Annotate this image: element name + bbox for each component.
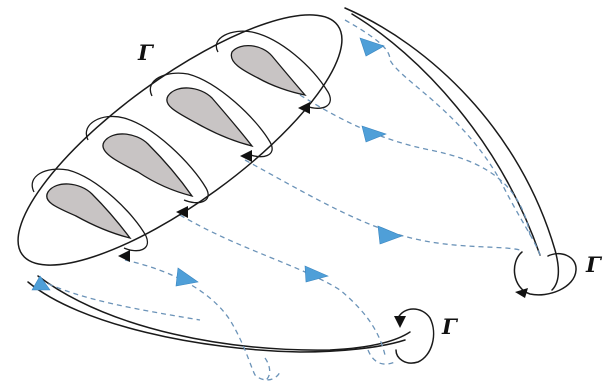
airfoil-sections: [46, 45, 307, 240]
shed-vortex-lines: [39, 19, 541, 381]
flow-arrow: [304, 265, 329, 283]
wing-planform: [17, 14, 343, 266]
ring-arrow: [240, 150, 252, 162]
airfoil-section: [46, 183, 132, 240]
airfoil-section: [102, 133, 194, 198]
right-tip-arrow: [515, 288, 528, 298]
circulation-rings: [31, 30, 331, 262]
flow-arrow: [377, 225, 403, 245]
right-tip-vortex: [344, 7, 577, 298]
ring-arrow: [176, 206, 188, 218]
airfoil-section: [166, 87, 254, 148]
left-tip-vortex: [27, 275, 435, 364]
ring-arrow: [298, 102, 310, 114]
gamma-label-bottom: Γ: [441, 314, 459, 339]
flow-arrow: [31, 275, 51, 291]
gamma-label-right: Γ: [585, 252, 603, 277]
flow-arrow: [361, 125, 387, 143]
flow-arrows: [31, 37, 403, 291]
ring-arrow: [118, 250, 130, 262]
airfoil-section: [230, 45, 307, 97]
left-tip-arrow: [394, 316, 406, 328]
gamma-label-top: Γ: [137, 40, 155, 65]
flow-arrow: [175, 267, 199, 287]
flow-arrow: [359, 37, 385, 57]
